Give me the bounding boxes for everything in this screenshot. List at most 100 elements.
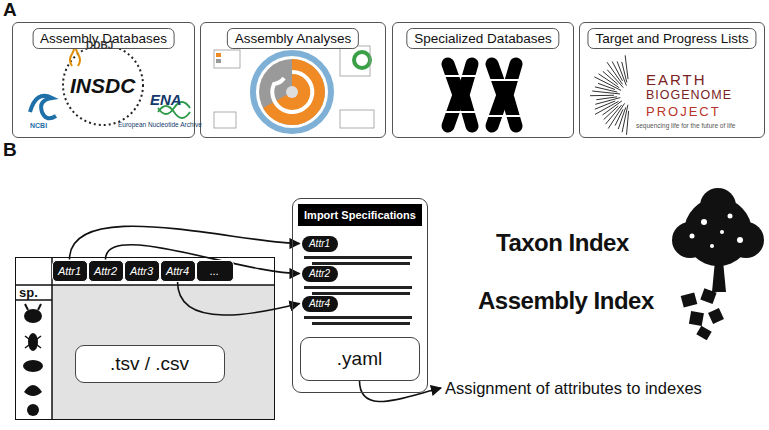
chromosome-bands [440, 76, 524, 116]
drawing-line [602, 101, 621, 115]
snail-spiral [272, 72, 312, 112]
drawing-line [440, 75, 480, 77]
drawing-rect [696, 326, 711, 341]
ncbi-swirl [30, 96, 56, 118]
logo-text: INSDC [70, 74, 135, 97]
drawing-line [606, 105, 622, 124]
table-body [52, 285, 275, 420]
panel-letter: B [3, 140, 17, 161]
drawing-line [596, 97, 617, 100]
column-header: Attr1 [52, 260, 88, 282]
drawing-line [484, 79, 524, 81]
drawing-rect [689, 311, 704, 326]
drawing-rect [304, 256, 412, 259]
drawing-line [590, 95, 614, 96]
panel-letter: A [3, 0, 17, 21]
logo-text: EARTH [646, 72, 707, 89]
node-text: Attr4 [166, 265, 189, 277]
node-text: ... [210, 265, 219, 277]
drawing-circle [710, 244, 714, 248]
drawing-line [440, 111, 480, 113]
data-table: sp. Attr1 Attr2 Attr3 Attr4... .tsv / .csv [15, 257, 275, 420]
file-box: .yaml [300, 337, 420, 381]
node-text: Attr2 [309, 268, 330, 279]
snail-legend [340, 110, 374, 128]
logo-text: PROJECT [646, 105, 721, 119]
drawing-ellipse [24, 309, 42, 323]
caption-text: Assignment of attributes to indexes [443, 377, 765, 399]
panel-box: Specialized Databases [392, 22, 574, 138]
column-header: ... [196, 260, 234, 282]
drawing-rect [312, 262, 410, 265]
drawing-circle [27, 404, 39, 416]
drawing-line [595, 98, 620, 105]
attribute-pill: Attr4 [302, 296, 338, 312]
node-text: sp. [19, 285, 38, 300]
node-text: Attr2 [94, 265, 117, 277]
drawing-line [617, 61, 626, 85]
drawing-line [484, 115, 524, 117]
attribute-pill: Attr2 [302, 266, 338, 282]
node-text: .tsv / .csv [110, 353, 189, 375]
spec-box: Import SpecificationsAttr1Attr2Attr4 .yam… [292, 198, 428, 393]
snail-outer [253, 53, 331, 131]
drawing-circle [737, 237, 743, 243]
attribute-pill: Attr1 [302, 236, 338, 252]
puzzle-icon [681, 288, 724, 340]
species-icons [23, 304, 43, 416]
drawing-ellipse [23, 360, 43, 372]
drawing-circle [672, 222, 708, 258]
drawing-circle [728, 214, 733, 219]
drawing-rect [304, 286, 412, 289]
logo-text: BIOGENOME [646, 89, 732, 103]
index-name: Taxon Index [496, 230, 629, 256]
drawing-path [25, 336, 41, 348]
drawing-line [595, 101, 615, 109]
table-rule [51, 257, 53, 420]
node-text: .yaml [337, 348, 382, 370]
node-text: Target and Progress Lists [587, 28, 756, 49]
drawing-rect [312, 292, 410, 295]
column-header: Attr3 [124, 260, 160, 282]
table-rule [15, 284, 275, 286]
node-text: Import Specifications [298, 204, 422, 226]
drawing-path [25, 304, 41, 310]
file-box: .tsv / .csv [75, 345, 225, 383]
drawing-circle [720, 230, 724, 234]
node-text: Assembly Analyses [227, 28, 359, 49]
connector-arrow [70, 226, 300, 259]
node-text: Attr4 [309, 298, 330, 309]
snail-legend [340, 46, 370, 76]
node-text: Assignment of attributes to indexes [443, 379, 704, 398]
snail-donut [354, 52, 370, 68]
logo-text: ENA [150, 92, 182, 109]
logo-text: European Nucleotide Archive [118, 121, 202, 128]
drawing-rect [304, 316, 412, 319]
node-text: Attr1 [58, 265, 81, 277]
drawing-line [625, 55, 628, 79]
column-header: Attr2 [88, 260, 124, 282]
drawing-rect [681, 292, 698, 307]
logo-text: sequencing life for the future of life [636, 122, 735, 129]
node-text: Attr1 [309, 238, 330, 249]
logo-text: NCBI [30, 122, 47, 130]
tree-icon [672, 188, 764, 292]
index-name: Assembly Index [478, 288, 654, 314]
node-text: Attr3 [130, 265, 153, 277]
snail-legend [214, 50, 240, 68]
drawing-path [24, 385, 42, 396]
drawing-circle [701, 219, 707, 225]
drawing-path [463, 64, 472, 126]
drawing-line [627, 111, 629, 135]
drawing-circle [728, 222, 764, 258]
drawing-circle [700, 188, 736, 224]
drawing-g [690, 214, 744, 249]
drawing-rect [708, 308, 724, 324]
snail-center [286, 86, 298, 98]
legend-swatch [216, 59, 221, 63]
snail-legend [214, 112, 236, 128]
drawing-rect [700, 288, 716, 304]
panel-box: Assembly Analyses [200, 22, 386, 138]
column-header: Attr4 [160, 260, 196, 282]
snail-orange [263, 59, 325, 125]
